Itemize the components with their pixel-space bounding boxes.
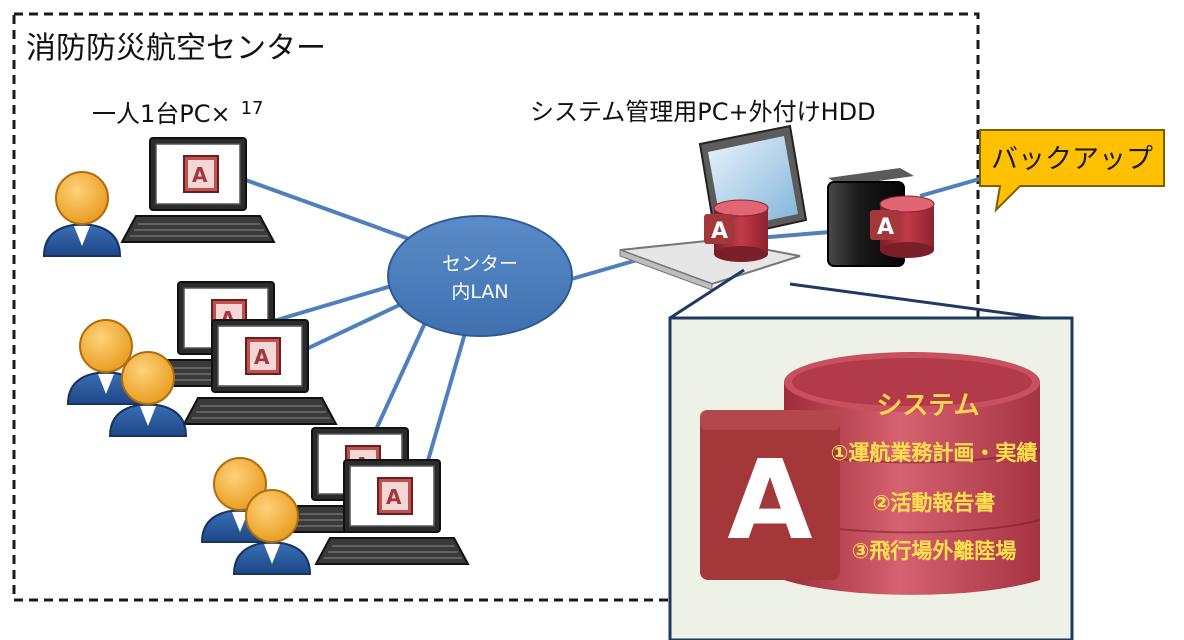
link-backup (919, 174, 991, 198)
center-boundary (12, 12, 980, 602)
center-title: 消防防災航空センター (26, 31, 326, 66)
backup-label: バックアップ (991, 144, 1153, 175)
laptop-icon (121, 137, 275, 243)
zoom-line-left (669, 268, 745, 320)
system-item-2: ②活動報告書 (873, 491, 996, 515)
link-hdd (757, 230, 831, 240)
external-hdd-icon (827, 168, 935, 267)
pc-count-text: 17 (241, 98, 264, 119)
lan-cloud (387, 215, 573, 337)
system-item-1: ①運航業務計画・実績 (831, 441, 1038, 465)
link-admin (567, 256, 645, 282)
access-app-icon (700, 410, 840, 580)
admin-laptop-icon (619, 124, 808, 291)
access-letter: A (727, 436, 812, 564)
backup-callout: バックアップ (979, 129, 1165, 213)
person-icon (43, 171, 121, 257)
pc-3 (109, 319, 337, 437)
admin-label: システム管理用PC+外付けHDD (530, 98, 876, 126)
pc-1 (43, 137, 275, 257)
link-pc1 (239, 176, 413, 242)
pc-5 (233, 459, 469, 575)
system-zoom-panel: A システム ①運航業務計画・実績 ②活動報告書 ③飛行場外離陸場 (668, 316, 1074, 640)
link-pc2 (269, 280, 406, 324)
link-pc3 (299, 298, 411, 354)
system-item-3: ③飛行場外離陸場 (852, 539, 1017, 563)
zoom-line-right (789, 282, 1073, 324)
lan-line2: 内LAN (451, 281, 508, 303)
pc-group-label: 一人1台PC× 17 (92, 98, 264, 128)
lan-line1: センター (442, 253, 518, 275)
pc-group-text: 一人1台PC× (92, 100, 231, 128)
system-title: システム (876, 391, 979, 421)
